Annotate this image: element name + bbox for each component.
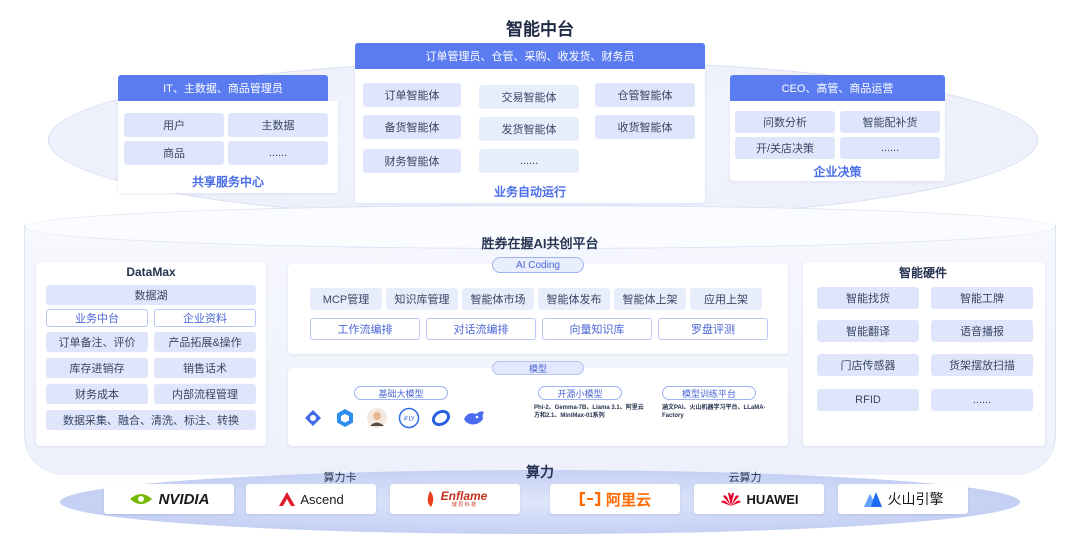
datamax-finance-cost[interactable]: 财务成本: [46, 384, 148, 404]
compute-card-label: 算力卡: [323, 472, 357, 484]
shared-footer: 共享服务中心: [191, 174, 264, 189]
logo-huawei: HUAWEI: [694, 484, 824, 514]
tool-compass[interactable]: 罗盘评测: [658, 318, 768, 340]
aliyun-icon: [579, 492, 601, 506]
model-icons-row: iFLY: [302, 406, 508, 430]
platform-tools-panel: MCP管理 知识库管理 智能体市场 智能体发布 智能体上架 应用上架 工作流编排…: [288, 264, 788, 354]
tool-dialogflow[interactable]: 对话流编排: [426, 318, 536, 340]
agent-receiving[interactable]: 收货智能体: [595, 115, 695, 139]
datamax-inventory[interactable]: 库存进销存: [46, 358, 148, 378]
decision-item-more[interactable]: ......: [840, 137, 940, 159]
decision-item-store[interactable]: 开/关店决策: [735, 137, 835, 159]
datamax-process[interactable]: 内部流程管理: [154, 384, 256, 404]
agent-trade[interactable]: 交易智能体: [479, 85, 579, 109]
datamax-pipeline[interactable]: 数据采集、融合、清洗、标注、转换: [46, 410, 256, 430]
training-platforms-text: 涵文PAI、火山机器学习平台、LLaMA-Factory: [662, 405, 766, 419]
logo-aliyun-text: 阿里云: [605, 491, 651, 509]
shared-item-masterdata[interactable]: 主数据: [228, 113, 328, 137]
tag-foundation[interactable]: 基础大模型: [354, 386, 448, 400]
nvidia-eye-icon: [129, 494, 152, 504]
decision-item-replenish[interactable]: 智能配补货: [840, 111, 940, 133]
ascend-icon: [279, 492, 296, 506]
agent-warehouse[interactable]: 仓管智能体: [595, 83, 695, 107]
hw-translate[interactable]: 智能翻译: [817, 320, 919, 342]
volcano-icon: [863, 492, 882, 507]
logo-aliyun: 阿里云: [550, 484, 680, 514]
hw-badge[interactable]: 智能工牌: [931, 287, 1033, 309]
cube-icon: [337, 409, 353, 427]
logo-nvidia-text: NVIDIA: [158, 490, 210, 508]
tool-market[interactable]: 智能体市场: [462, 288, 534, 310]
hardware-title: 智能硬件: [898, 265, 947, 280]
tag-open-small[interactable]: 开源小模型: [538, 386, 622, 400]
avatar-icon: [367, 408, 387, 428]
datamax-title: DataMax: [126, 265, 176, 279]
tool-workflow[interactable]: 工作流编排: [310, 318, 420, 340]
hw-rfid[interactable]: RFID: [817, 389, 919, 411]
iflytek-icon: iFLY: [398, 407, 420, 429]
ai-coding-tag[interactable]: AI Coding: [492, 257, 584, 273]
shared-item-product[interactable]: 商品: [124, 141, 224, 165]
auto-panel: 订单智能体 交易智能体 仓管智能体 备货智能体 发货智能体 收货智能体 财务智能…: [355, 69, 705, 203]
logo-enflame-sub: 燧 原 科 技: [451, 501, 477, 508]
tag-training[interactable]: 模型训练平台: [662, 386, 756, 400]
enflame-icon: [427, 491, 433, 507]
datamax-order-notes[interactable]: 订单备注、评价: [46, 332, 148, 352]
model-panel: 基础大模型 开源小模型 模型训练平台 iFLY Phi-2、Gemma-7B、L…: [288, 368, 788, 446]
tool-shelve[interactable]: 智能体上架: [614, 288, 686, 310]
model-label: 模型: [492, 361, 584, 375]
agent-shipping[interactable]: 发货智能体: [479, 117, 579, 141]
agent-stockup[interactable]: 备货智能体: [363, 115, 461, 139]
datamax-product-ops[interactable]: 产品拓展&操作: [154, 332, 256, 352]
agent-finance[interactable]: 财务智能体: [363, 149, 461, 173]
logo-nvidia: NVIDIA: [104, 484, 234, 514]
logo-volcengine: 火山引擎: [838, 484, 968, 514]
logo-volcengine-text: 火山引擎: [887, 491, 944, 507]
top-role-bar: 订单管理员、仓管、采购、收发货、财务员: [355, 43, 705, 69]
compute-title: 算力: [526, 464, 554, 480]
agent-more[interactable]: ......: [479, 149, 579, 173]
datamax-sales-talk[interactable]: 销售话术: [154, 358, 256, 378]
hw-more[interactable]: ......: [931, 389, 1033, 411]
platform-title: 胜券在握AI共创平台: [481, 235, 599, 251]
decision-panel: 问数分析 智能配补货 开/关店决策 ...... 企业决策: [730, 101, 945, 181]
logo-ascend-text: Ascend: [300, 491, 344, 507]
shared-header: IT、主数据、商品管理员: [118, 75, 328, 101]
hw-voice[interactable]: 语音播报: [931, 320, 1033, 342]
middle-top-rim: [24, 205, 1056, 249]
ring-icon: [431, 409, 451, 427]
shared-panel: 用户 主数据 商品 ...... 共享服务中心: [118, 101, 338, 193]
logo-huawei-text: HUAWEI: [746, 491, 799, 507]
tool-app[interactable]: 应用上架: [690, 288, 762, 310]
datamax-enterprise[interactable]: 企业资料: [154, 309, 256, 327]
tool-mcp[interactable]: MCP管理: [310, 288, 382, 310]
datamax-panel: DataMax 数据湖 业务中台 企业资料 订单备注、评价 产品拓展&操作 库存…: [36, 262, 266, 446]
logo-enflame: Enflame 燧 原 科 技: [390, 484, 520, 514]
auto-footer: 业务自动运行: [493, 184, 566, 199]
tool-knowledge[interactable]: 知识库管理: [386, 288, 458, 310]
logo-ascend: Ascend: [246, 484, 376, 514]
decision-header: CEO、高管、商品运营: [730, 75, 945, 101]
decision-item-query[interactable]: 问数分析: [735, 111, 835, 133]
hw-sensor[interactable]: 门店传感器: [817, 354, 919, 376]
datamax-business[interactable]: 业务中台: [46, 309, 148, 327]
shared-item-user[interactable]: 用户: [124, 113, 224, 137]
hw-shelf-scan[interactable]: 货架摆放扫描: [931, 354, 1033, 376]
svg-text:iFLY: iFLY: [403, 416, 415, 423]
hw-find-goods[interactable]: 智能找货: [817, 287, 919, 309]
huawei-icon: [720, 492, 741, 506]
logo-enflame-text: Enflame: [440, 488, 488, 503]
deepseek-icon: [305, 410, 321, 426]
main-title: 智能中台: [506, 19, 574, 39]
hardware-panel: 智能硬件 智能找货 智能工牌 智能翻译 语音播报 门店传感器 货架摆放扫描 RF…: [803, 262, 1045, 446]
compute-cloud-label: 云算力: [728, 472, 762, 484]
whale-icon: [464, 411, 484, 425]
tool-publish[interactable]: 智能体发布: [538, 288, 610, 310]
tool-vector[interactable]: 向量知识库: [542, 318, 652, 340]
open-models-text: Phi-2、Gemma-7B、Llama 3.1、阿里云方和2.1、MiniMa…: [534, 405, 644, 419]
decision-footer: 企业决策: [813, 164, 862, 179]
datamax-lake[interactable]: 数据湖: [46, 285, 256, 305]
agent-order[interactable]: 订单智能体: [363, 83, 461, 107]
shared-item-more[interactable]: ......: [228, 141, 328, 165]
